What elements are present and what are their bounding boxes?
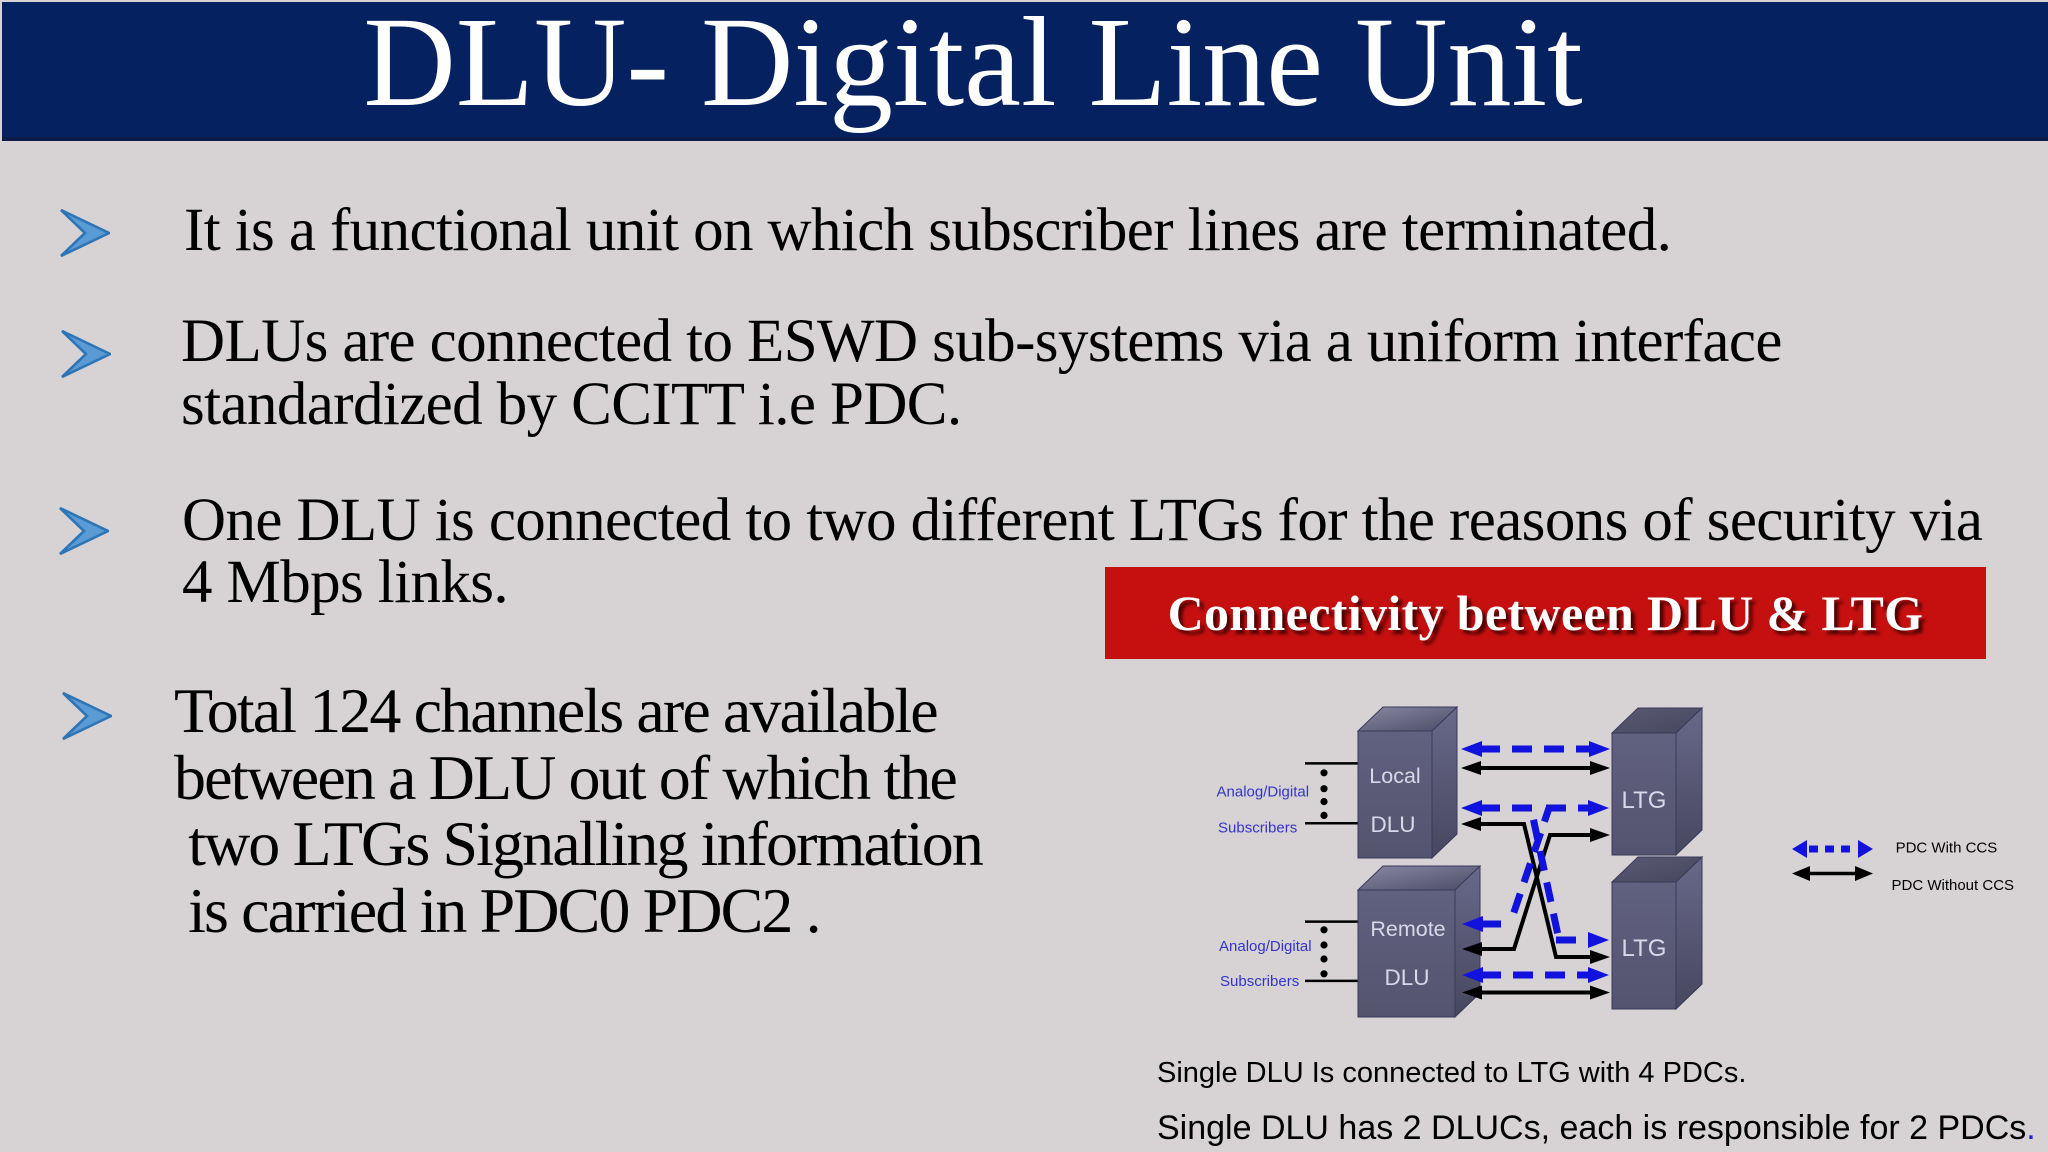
svg-text:Analog/Digital: Analog/Digital bbox=[1219, 938, 1312, 955]
svg-text:Subscribers: Subscribers bbox=[1218, 820, 1297, 837]
svg-text:PDC With CCS: PDC With CCS bbox=[1896, 840, 1998, 857]
svg-text:LTG: LTG bbox=[1622, 787, 1667, 814]
svg-text:Analog/Digital: Analog/Digital bbox=[1217, 783, 1310, 800]
svg-text:Remote: Remote bbox=[1370, 917, 1445, 941]
svg-text:DLU: DLU bbox=[1370, 812, 1415, 837]
svg-text:LTG: LTG bbox=[1622, 935, 1667, 962]
svg-text:Subscribers: Subscribers bbox=[1220, 973, 1299, 990]
svg-text:Local: Local bbox=[1369, 764, 1420, 788]
svg-text:PDC Without CCS: PDC Without CCS bbox=[1892, 877, 2015, 894]
svg-text:DLU: DLU bbox=[1384, 965, 1429, 990]
